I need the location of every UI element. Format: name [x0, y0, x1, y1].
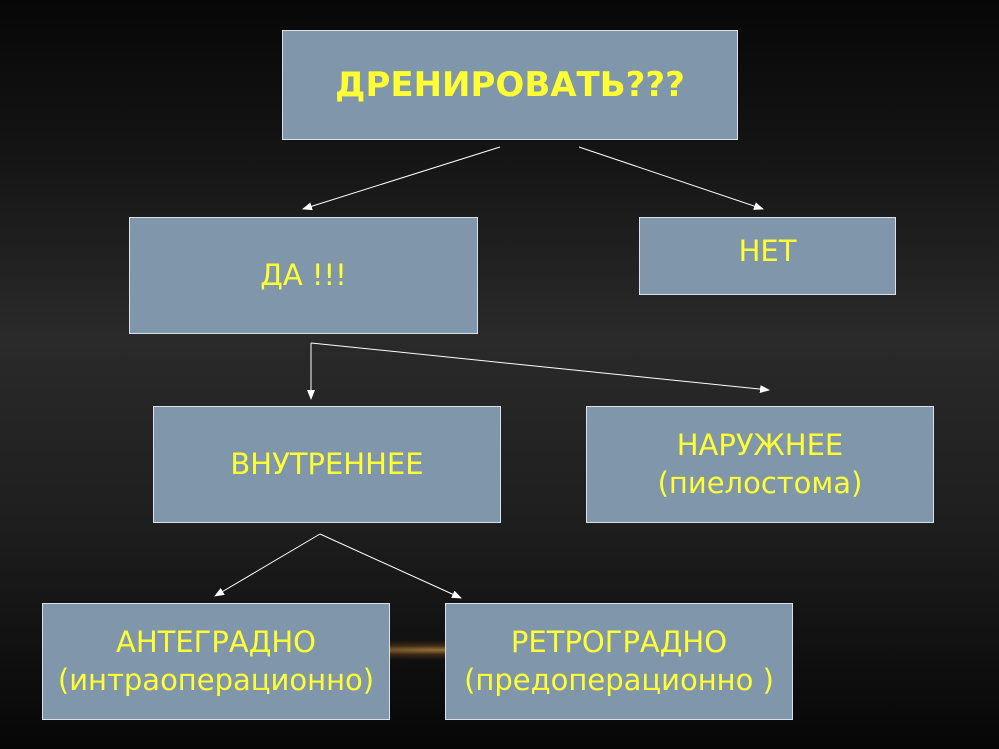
external-subtitle: (пиелостома)	[657, 465, 863, 500]
arrow-internal-to-antegrade	[214, 533, 321, 597]
external-title: НАРУЖНЕЕ	[676, 427, 844, 462]
no-text: НЕТ	[738, 234, 797, 269]
yes-box: ДА !!!	[129, 217, 478, 334]
arrow-root-to-no	[578, 146, 764, 210]
question-text: ДРЕНИРОВАТЬ???	[335, 64, 685, 105]
internal-box: ВНУТРЕННЕЕ	[153, 406, 501, 523]
internal-text: ВНУТРЕННЕЕ	[230, 446, 424, 481]
arrow-internal-to-retrograde	[319, 533, 462, 599]
antegrade-title: АНТЕГРАДНО	[116, 624, 316, 659]
antegrade-subtitle: (интраоперационно)	[57, 662, 375, 697]
question-box: ДРЕНИРОВАТЬ???	[282, 30, 738, 140]
retrograde-title: РЕТРОГРАДНО	[510, 624, 728, 659]
arrow-yes-to-external	[310, 342, 770, 394]
antegrade-box: АНТЕГРАДНО (интраоперационно)	[42, 603, 390, 720]
no-box: НЕТ	[639, 217, 896, 295]
arrow-root-to-yes	[302, 146, 501, 211]
external-box: НАРУЖНЕЕ (пиелостома)	[586, 406, 934, 523]
retrograde-box: РЕТРОГРАДНО (предоперационно )	[445, 603, 793, 720]
retrograde-subtitle: (предоперационно )	[464, 662, 774, 697]
yes-text: ДА !!!	[260, 257, 347, 292]
